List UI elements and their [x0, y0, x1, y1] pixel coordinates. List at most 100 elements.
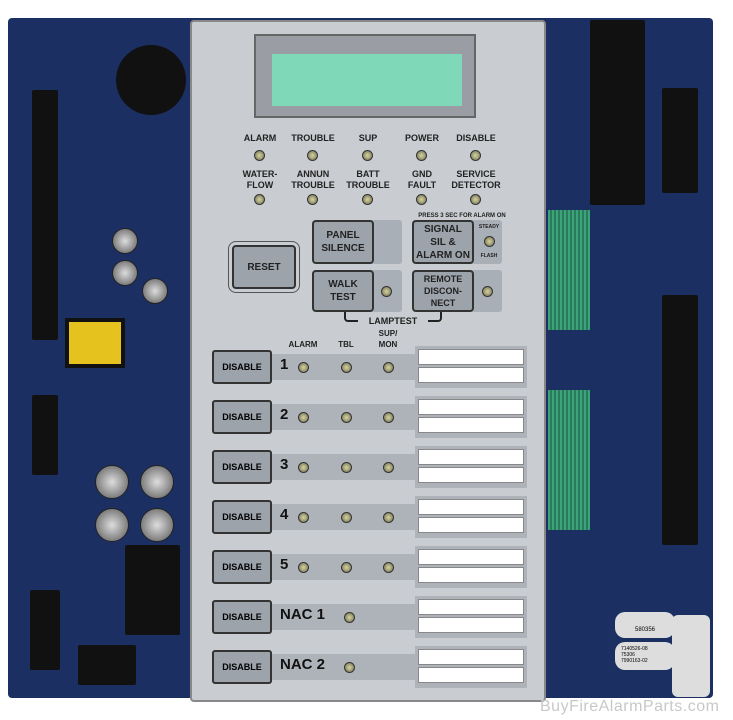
zone-led: [383, 412, 394, 423]
indicator-led: [416, 194, 427, 205]
zone-led: [341, 562, 352, 573]
indicator-led: [416, 150, 427, 161]
zone-bar: [270, 654, 415, 680]
indicator-label: TROUBLE: [291, 133, 335, 143]
indicator-label: POWER: [404, 133, 439, 143]
part-label: 7140526-08 75306 7990163-02: [615, 642, 675, 670]
zone-bar: [270, 604, 415, 630]
zone-led: [383, 512, 394, 523]
signal-led: [484, 236, 495, 247]
zone-row: DISABLE 4: [212, 496, 528, 538]
zone-led: [341, 512, 352, 523]
walk-test-button[interactable]: WALK TEST: [312, 270, 374, 312]
ribbon-cable: [548, 390, 590, 530]
flash-label: FLASH: [480, 253, 498, 259]
capacitor: [112, 228, 138, 254]
indicator-led: [470, 150, 481, 161]
capacitor: [95, 465, 129, 499]
indicator-label: DISABLE: [456, 133, 496, 143]
buzzer: [116, 45, 186, 115]
terminal-block-right-top: [662, 88, 698, 193]
zone-label: NAC 1: [280, 606, 326, 623]
transformer: [65, 318, 125, 368]
relay: [590, 20, 645, 115]
capacitor: [140, 508, 174, 542]
capacitor: [142, 278, 168, 304]
terminal-block-bottom: [78, 645, 136, 685]
indicator-label: WATER- FLOW: [242, 169, 278, 190]
zone-led: [341, 412, 352, 423]
zone-label-card: [415, 596, 527, 638]
signal-silence-alarm-on-button[interactable]: SIGNAL SIL & ALARM ON: [412, 220, 474, 264]
indicator-led: [254, 194, 265, 205]
zone-led: [341, 362, 352, 373]
zone-row: DISABLE NAC 1: [212, 596, 528, 638]
indicator-led: [362, 150, 373, 161]
relay: [590, 110, 645, 205]
indicator-label: SERVICE DETECTOR: [451, 169, 501, 190]
zone-label: 2: [280, 406, 289, 423]
zone-header: TBL: [338, 340, 354, 349]
lcd-window: [254, 34, 476, 118]
zone-label-card: [415, 646, 527, 688]
zone-disable-button[interactable]: DISABLE: [212, 650, 272, 684]
zone-led: [298, 462, 309, 473]
relay: [125, 545, 180, 635]
zone-led: [298, 412, 309, 423]
remote-disconnect-led: [482, 286, 493, 297]
zone-label-card: [415, 446, 527, 488]
zone-led: [383, 562, 394, 573]
indicator-label: ANNUN TROUBLE: [291, 169, 335, 190]
zone-disable-button[interactable]: DISABLE: [212, 450, 272, 484]
zone-led: [298, 362, 309, 373]
zone-label: NAC 2: [280, 656, 326, 673]
indicator-led: [362, 194, 373, 205]
zone-row: DISABLE 2: [212, 396, 528, 438]
remote-disconnect-button[interactable]: REMOTE DISCON- NECT: [412, 270, 474, 312]
press-note: PRESS 3 SEC FOR ALARM ON: [418, 213, 506, 219]
zone-label: 4: [280, 506, 289, 523]
terminal-block-tb3: [662, 295, 698, 545]
walk-test-led: [381, 286, 392, 297]
zone-disable-button[interactable]: DISABLE: [212, 350, 272, 384]
zone-header: ALARM: [288, 340, 318, 349]
zone-header: SUP/ MON: [378, 329, 398, 349]
zone-row: DISABLE 1: [212, 346, 528, 388]
zone-label-card: [415, 546, 527, 588]
zone-row: DISABLE 5: [212, 546, 528, 588]
terminal-block-tb1: [30, 590, 60, 670]
indicator-led: [307, 150, 318, 161]
zone-led: [341, 462, 352, 473]
zone-row: DISABLE NAC 2: [212, 646, 528, 688]
zone-label: 3: [280, 456, 289, 473]
indicator-label: ALARM: [243, 133, 277, 143]
reset-button[interactable]: RESET: [232, 245, 296, 289]
terminal-block-tb4: [32, 395, 58, 475]
zone-led: [383, 462, 394, 473]
zone-disable-button[interactable]: DISABLE: [212, 600, 272, 634]
zone-label: 5: [280, 556, 289, 573]
indicator-led: [307, 194, 318, 205]
zone-disable-button[interactable]: DISABLE: [212, 400, 272, 434]
indicator-led: [254, 150, 265, 161]
barcode-label: 580356: [615, 612, 675, 638]
zone-label-card: [415, 346, 527, 388]
ribbon-cable: [548, 210, 590, 330]
weee-label: [672, 615, 710, 697]
capacitor: [112, 260, 138, 286]
panel-silence-button[interactable]: PANEL SILENCE: [312, 220, 374, 264]
annunciator-panel: PRESS 3 SEC FOR ALARM ON RESET PANEL SIL…: [190, 20, 546, 702]
zone-led: [383, 362, 394, 373]
zone-label-card: [415, 396, 527, 438]
zone-disable-button[interactable]: DISABLE: [212, 550, 272, 584]
zone-led: [298, 512, 309, 523]
capacitor: [140, 465, 174, 499]
zone-label: 1: [280, 356, 289, 373]
lcd-display: [272, 54, 462, 106]
zone-disable-button[interactable]: DISABLE: [212, 500, 272, 534]
indicator-led: [470, 194, 481, 205]
indicator-label: BATT TROUBLE: [346, 169, 390, 190]
zone-led: [344, 612, 355, 623]
lamptest-label: LAMPTEST: [358, 316, 428, 327]
zone-led: [298, 562, 309, 573]
